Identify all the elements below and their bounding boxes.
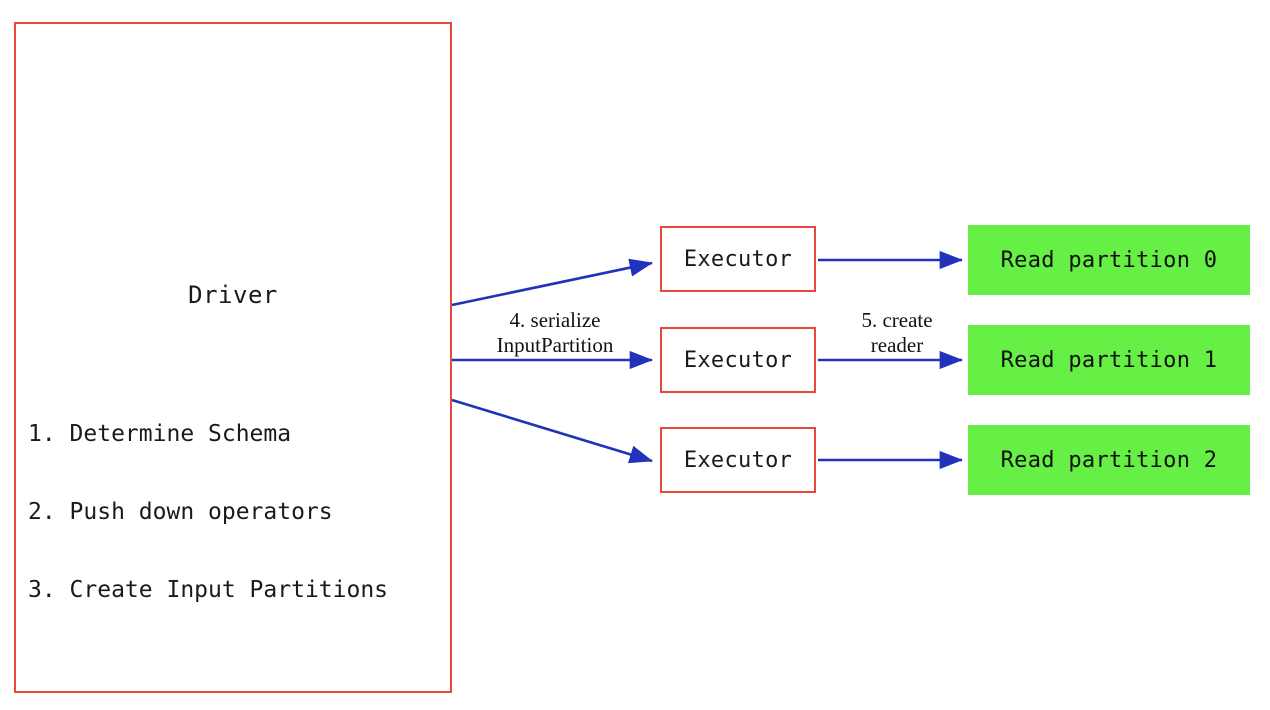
executor-box-2: Executor [660,427,816,493]
driver-steps-list: 1. Determine Schema 2. Push down operato… [28,369,388,655]
read-partition-box-0: Read partition 0 [968,225,1250,295]
arrow-driver-to-executor-0 [451,258,654,307]
driver-box: Driver 1. Determine Schema 2. Push down … [14,22,452,693]
read-partition-box-1: Read partition 1 [968,325,1250,395]
read-partition-label-2: Read partition 2 [1000,447,1218,473]
edge-label-create-reader-line-1: 5. create [861,308,933,332]
driver-step-3: 3. Create Input Partitions [28,577,389,603]
driver-title: Driver [188,281,278,309]
executor-box-1: Executor [660,327,816,393]
edge-label-create-reader: 5. create reader [832,308,962,358]
read-partition-label-0: Read partition 0 [1000,247,1218,273]
read-partition-label-1: Read partition 1 [1000,347,1218,373]
edge-label-serialize-line-2: InputPartition [496,333,614,357]
executor-box-0: Executor [660,226,816,292]
read-partition-box-2: Read partition 2 [968,425,1250,495]
edge-label-serialize-line-1: 4. serialize [509,308,601,332]
driver-step-1: 1. Determine Schema [28,421,292,447]
driver-step-2: 2. Push down operators [28,499,333,525]
executor-label-2: Executor [683,447,793,473]
executor-label-1: Executor [683,347,793,373]
executor-label-0: Executor [683,246,793,272]
arrow-driver-to-executor-2 [451,398,653,464]
edge-label-serialize: 4. serialize InputPartition [470,308,640,358]
edge-label-create-reader-line-2: reader [870,333,924,357]
